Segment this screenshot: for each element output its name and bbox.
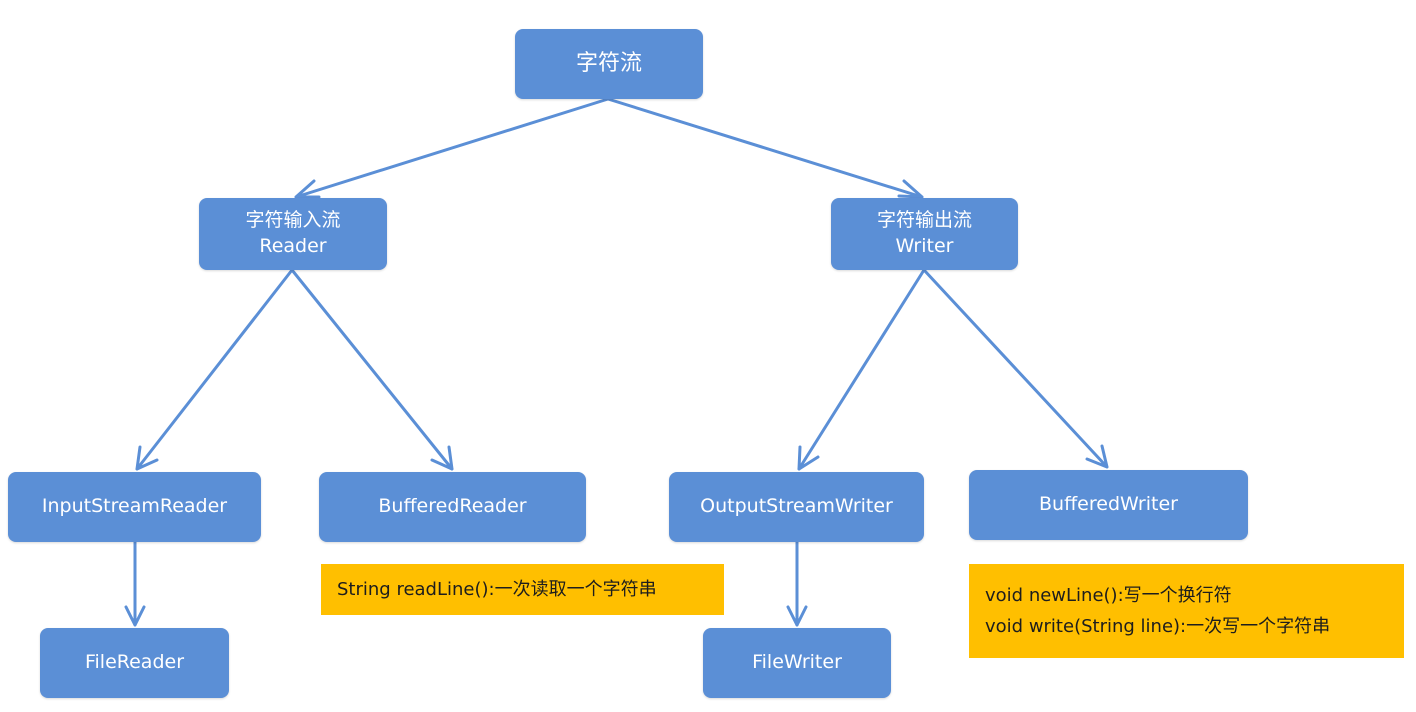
node-buffered-reader: BufferedReader — [319, 472, 586, 542]
node-output-stream-writer: OutputStreamWriter — [669, 472, 924, 542]
arrow-root-to-writer — [606, 97, 924, 199]
node-buffered-reader-label: BufferedReader — [378, 495, 527, 518]
note-write-text: void write(String line):一次写一个字符串 — [985, 616, 1331, 637]
node-file-reader: FileReader — [40, 628, 229, 698]
note-buffered-writer-methods: void newLine():写一个换行符 void write(String … — [969, 564, 1404, 658]
arrow-writer-to-outputstreamwriter — [797, 268, 926, 471]
node-writer-label-cn: 字符输出流 — [876, 209, 972, 232]
note-buffered-reader-methods: String readLine():一次读取一个字符串 — [321, 564, 724, 615]
arrow-inputstreamreader-to-filereader — [124, 540, 146, 627]
node-buffered-writer: BufferedWriter — [969, 470, 1248, 540]
node-input-stream-reader-label: InputStreamReader — [41, 495, 228, 518]
arrow-outputstreamwriter-to-filewriter — [786, 540, 808, 627]
node-writer-label-en: Writer — [895, 235, 954, 257]
node-char-stream-label: 字符流 — [575, 51, 642, 77]
node-input-stream-reader: InputStreamReader — [8, 472, 261, 542]
node-buffered-writer-label: BufferedWriter — [1039, 493, 1178, 516]
node-char-stream: 字符流 — [515, 29, 703, 99]
node-writer: 字符输出流 Writer — [831, 198, 1018, 270]
node-reader-label-cn: 字符输入流 — [245, 209, 341, 232]
note-newline-text: void newLine():写一个换行符 — [985, 584, 1232, 606]
arrow-root-to-reader — [294, 97, 610, 199]
node-output-stream-writer-label: OutputStreamWriter — [700, 495, 893, 518]
node-file-writer: FileWriter — [703, 628, 891, 698]
node-file-reader-label: FileReader — [84, 651, 185, 674]
arrow-reader-to-bufferedreader — [290, 268, 454, 471]
arrow-writer-to-bufferedwriter — [922, 268, 1109, 469]
node-file-writer-label: FileWriter — [752, 651, 842, 674]
note-readline-text: String readLine():一次读取一个字符串 — [337, 578, 657, 600]
node-reader-label-en: Reader — [259, 235, 327, 257]
node-reader: 字符输入流 Reader — [199, 198, 387, 270]
arrow-reader-to-inputstreamreader — [135, 268, 294, 471]
